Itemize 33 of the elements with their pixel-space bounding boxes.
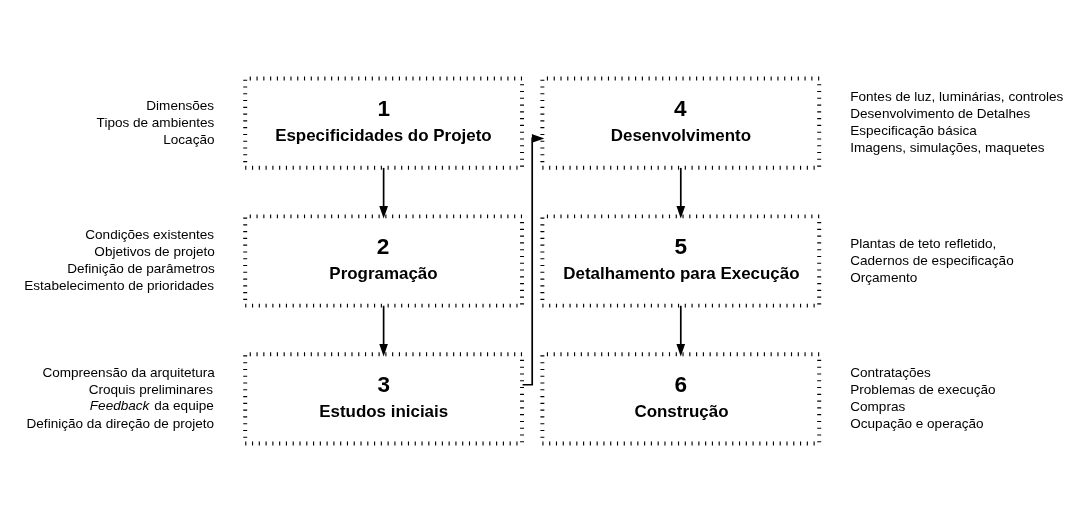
node-label: Compras bbox=[850, 398, 906, 414]
arrow bbox=[379, 166, 388, 219]
node-box: 5 Detalhamento para Execução bbox=[540, 213, 822, 308]
node-label: Croquis preliminares bbox=[88, 381, 213, 397]
node-label: Objetivos de projeto bbox=[94, 243, 215, 259]
node-label: Condições existentes bbox=[85, 226, 215, 242]
node-label: Definição da direção de projeto bbox=[26, 415, 215, 431]
node-label: Especificação básica bbox=[850, 122, 977, 138]
node-label: Ocupação e operação bbox=[850, 415, 984, 431]
node-box: 4 Desenvolvimento bbox=[540, 76, 822, 170]
arrow bbox=[676, 166, 686, 219]
node-label: Contratações bbox=[850, 364, 931, 380]
arrow bbox=[676, 304, 686, 356]
node-label: Fontes de luz, luminárias, controles bbox=[850, 88, 1064, 104]
node-label: Tipos de ambientes bbox=[96, 114, 215, 130]
node-label: Problemas de execução bbox=[850, 381, 996, 397]
node-label: Orçamento bbox=[850, 269, 918, 285]
node-label: Dimensões bbox=[146, 97, 215, 113]
node-box: 3 Estudos iniciais bbox=[243, 351, 524, 445]
node-label: Plantas de teto refletido, bbox=[850, 235, 997, 251]
node-label: Estabelecimento de prioridades bbox=[24, 277, 215, 293]
node-label: Feedback da equipe bbox=[89, 397, 214, 413]
node-label: Definição de parâmetros bbox=[67, 260, 215, 276]
node-box: 1 Especificidades do Projeto bbox=[243, 76, 524, 170]
node-box: 2 Programação bbox=[243, 213, 524, 308]
node-label: Imagens, simulações, maquetes bbox=[850, 139, 1045, 155]
node-label: Locação bbox=[163, 131, 215, 147]
arrow bbox=[521, 133, 545, 386]
node-label: Cadernos de especificação bbox=[850, 252, 1014, 268]
node-label: Compreensão da arquitetura bbox=[42, 364, 215, 380]
node-box: 6 Construção bbox=[540, 351, 822, 445]
node-label: Desenvolvimento de Detalhes bbox=[850, 105, 1031, 121]
arrow bbox=[379, 304, 388, 356]
